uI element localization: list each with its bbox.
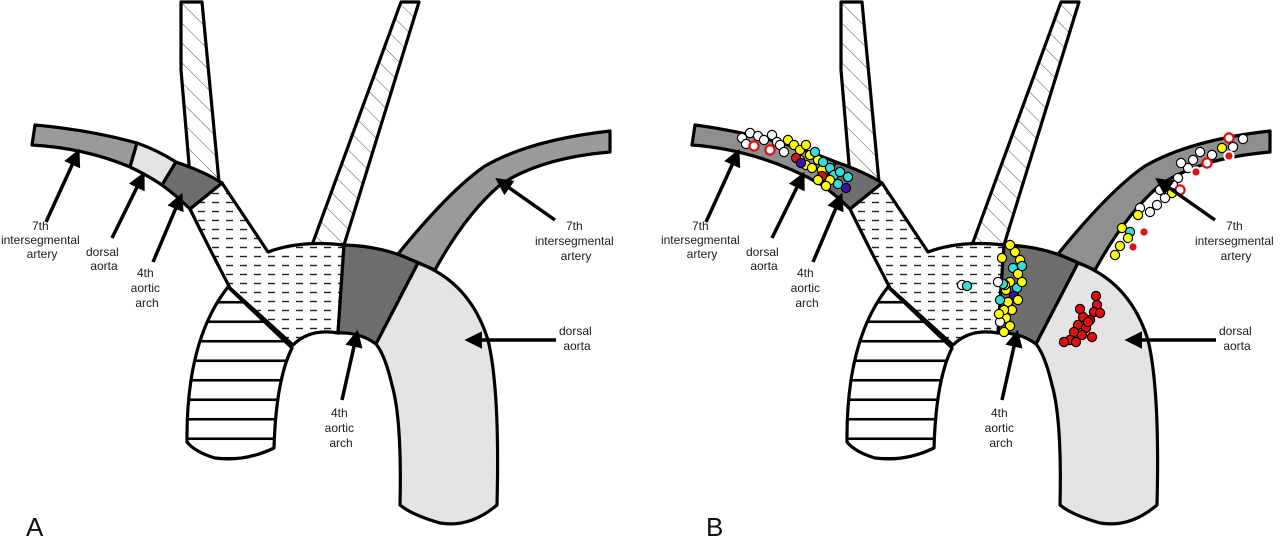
arrow-left-fourth [151, 192, 184, 263]
right-carotid-vessel [310, 0, 421, 247]
arrow-bottom-fourth [1000, 329, 1023, 401]
panel-letter-a: A [26, 512, 44, 539]
marker-white [1187, 154, 1199, 166]
marker-white-red-ring [1223, 132, 1235, 144]
marker-cyan [1016, 260, 1028, 272]
arrow-right-seventh [1155, 177, 1217, 222]
right-seventh-intersegmental-segment [396, 129, 612, 272]
marker-yellow [1132, 209, 1144, 221]
marker-yellow [1114, 240, 1126, 252]
marker-red [1094, 307, 1106, 319]
marker-yellow [1122, 232, 1134, 244]
aortic-sac-region [188, 181, 346, 347]
left-carotid-vessel [179, 0, 221, 184]
cell-markers [736, 127, 1249, 348]
marker-cyan [994, 294, 1006, 306]
arrow-left-fourth [811, 192, 844, 263]
marker-white [1151, 199, 1163, 211]
marker-yellow [1012, 294, 1024, 306]
marker-yellow [993, 308, 1005, 320]
marker-red-white-ring [1138, 226, 1150, 238]
marker-red [1082, 316, 1094, 328]
left-fourth-arch-segment [160, 160, 224, 211]
marker-white [1194, 146, 1206, 158]
left-carotid-vessel [839, 0, 881, 184]
marker-white-red-ring [764, 144, 776, 156]
pulmonary-region [845, 285, 954, 461]
right-carotid-vessel [970, 0, 1081, 247]
label-left-dorsal: dorsal aorta [746, 245, 782, 273]
marker-white [1175, 157, 1187, 169]
label-bottom-fourth: 4th aortic arch [325, 406, 358, 450]
panel-b: 7th intersegmental artery dorsal aorta 4… [661, 0, 1277, 539]
marker-white [758, 134, 770, 146]
label-left-dorsal: dorsal aorta [86, 245, 122, 273]
label-left-fourth: 4th aortic arch [131, 266, 164, 310]
label-left-seventh: 7th intersegmental artery [661, 219, 743, 261]
aortic-sac-region [848, 181, 1006, 347]
marker-white [1227, 141, 1239, 153]
arrow-right-seventh [495, 177, 557, 222]
marker-red [1090, 290, 1102, 302]
marker-white [766, 129, 778, 141]
marker-red [1086, 331, 1098, 343]
marker-yellow [820, 180, 832, 192]
marker-cyan [834, 166, 846, 178]
label-left-seventh: 7th intersegmental artery [1, 219, 83, 261]
marker-cyan [832, 178, 844, 190]
marker-white [1206, 149, 1218, 161]
marker-yellow [1016, 276, 1028, 288]
label-right-seventh: 7th intersegmental artery [1195, 219, 1277, 263]
arrow-left-seventh [44, 148, 81, 223]
left-seventh-intersegmental-segment [30, 123, 139, 169]
marker-white [1144, 206, 1156, 218]
arrow-bottom-fourth [340, 329, 363, 401]
label-right-dorsal: dorsal aorta [559, 324, 595, 353]
arrow-left-dorsal [770, 171, 805, 239]
marker-cyan [961, 280, 973, 292]
marker-yellow [800, 139, 812, 151]
marker-yellow [1116, 222, 1128, 234]
marker-white [992, 276, 1004, 288]
marker-yellow [1216, 142, 1228, 154]
marker-red-white-ring [1223, 150, 1235, 162]
marker-white [778, 146, 790, 158]
marker-cyan [842, 171, 854, 183]
label-left-fourth: 4th aortic arch [791, 266, 824, 310]
marker-cyan [809, 146, 821, 158]
marker-white-red-ring [1201, 157, 1213, 169]
marker-purple [840, 182, 852, 194]
marker-white [1237, 133, 1249, 145]
marker-yellow [1004, 239, 1016, 251]
marker-red [1058, 336, 1070, 348]
arrow-left-dorsal [110, 171, 145, 239]
marker-red-white-ring [1190, 166, 1202, 178]
marker-yellow [1109, 249, 1121, 261]
label-bottom-fourth: 4th aortic arch [985, 406, 1018, 450]
marker-yellow [1009, 246, 1021, 258]
marker-red [1076, 329, 1088, 341]
marker-red-white-ring [1127, 241, 1139, 253]
marker-yellow [806, 162, 818, 174]
marker-yellow [996, 252, 1008, 264]
marker-yellow [998, 326, 1010, 338]
label-right-seventh: 7th intersegmental artery [535, 219, 617, 263]
panel-letter-b: B [706, 512, 723, 539]
marker-yellow [812, 174, 824, 186]
arrow-left-seventh [704, 148, 741, 223]
marker-white [1154, 184, 1166, 196]
pulmonary-region [185, 285, 294, 461]
label-right-dorsal: dorsal aorta [1219, 324, 1255, 353]
marker-red [1070, 336, 1082, 348]
marker-white-red-ring [748, 140, 760, 152]
panel-a: 7th intersegmental artery dorsal aorta 4… [1, 0, 617, 539]
marker-red [1074, 303, 1086, 315]
marker-yellow [1012, 268, 1024, 280]
marker-purple [795, 157, 807, 169]
marker-cyan [817, 156, 829, 168]
